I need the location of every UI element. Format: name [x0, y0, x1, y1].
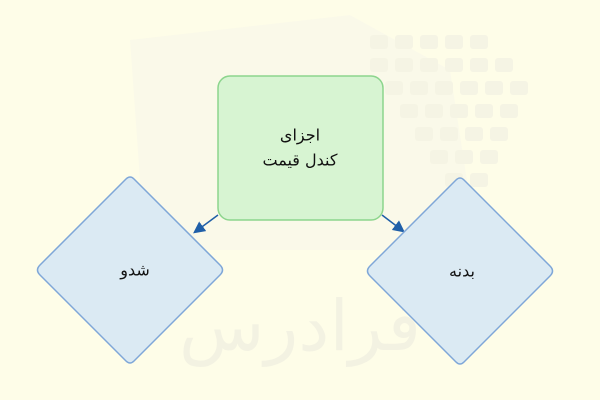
watermark-text: فرادرس	[179, 285, 421, 367]
edge-root-to-body	[381, 214, 405, 233]
root-node-box	[217, 75, 384, 221]
body-node-diamond	[366, 177, 554, 365]
shadow-node-diamond	[36, 176, 224, 364]
shadow-node-label: شدو	[119, 261, 150, 281]
edge-root-to-shadow	[193, 214, 219, 234]
body-node: بدنه	[366, 177, 554, 365]
root-node: اجزای کندل قیمت	[217, 75, 384, 221]
shadow-node: شدو	[36, 176, 224, 364]
root-node-label-line2: کندل قیمت	[263, 151, 338, 170]
root-node-label-line1: اجزای	[280, 126, 320, 146]
body-node-label: بدنه	[449, 262, 475, 281]
